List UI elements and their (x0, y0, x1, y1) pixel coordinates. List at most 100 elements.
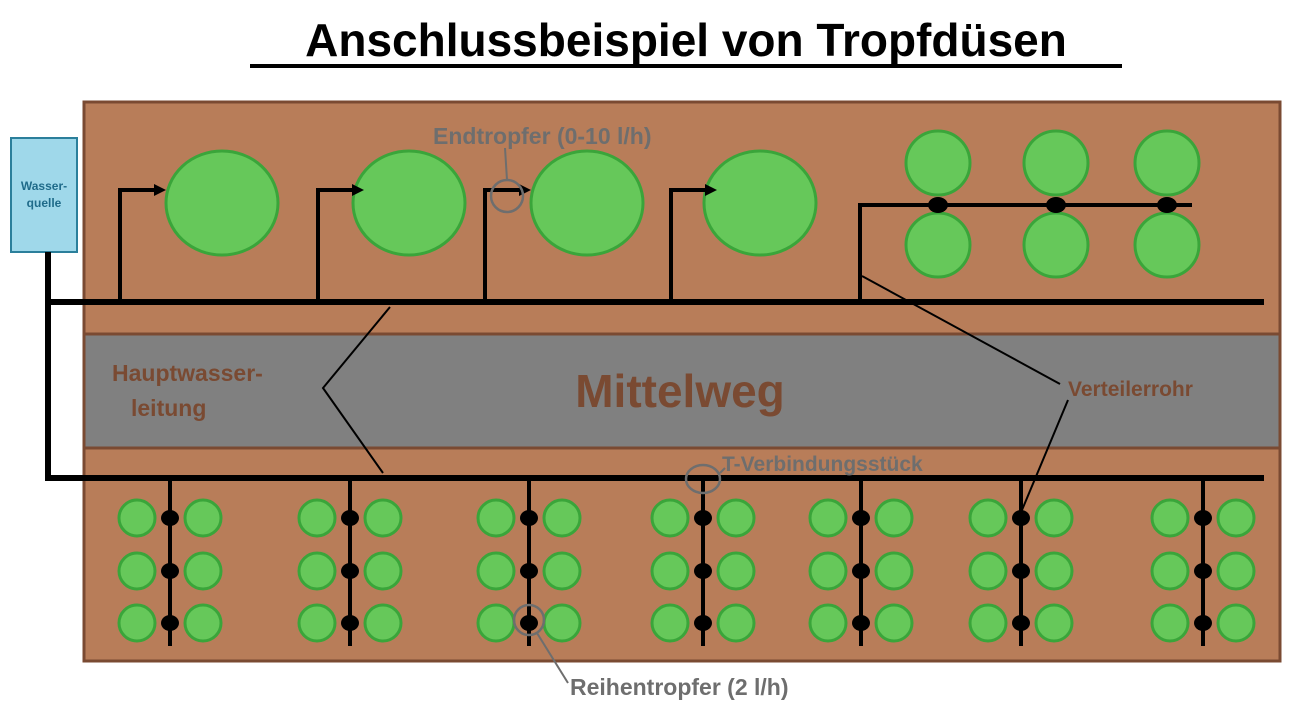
t-connector-callout-circle (684, 463, 722, 495)
plant-circle (363, 498, 403, 538)
plant-circle (1150, 551, 1190, 591)
inline-dripper-dot-icon (852, 615, 870, 631)
inline-dripper-dot-icon (694, 510, 712, 526)
dripper-arrow-icon (352, 184, 364, 196)
plant-circle (808, 603, 848, 643)
plant-circle (1133, 129, 1201, 197)
plant-circle (650, 551, 690, 591)
water-source-label-2: quelle (27, 196, 62, 210)
plant-circle (968, 551, 1008, 591)
drip-line (118, 188, 154, 302)
plant-circle (808, 498, 848, 538)
plant-circle (968, 498, 1008, 538)
inline-dripper-dot-icon (520, 563, 538, 579)
plant-circle (650, 498, 690, 538)
t-connector-label: T-Verbindungsstück (722, 453, 923, 476)
plant-circle (1150, 603, 1190, 643)
plant-circle (1216, 498, 1256, 538)
plant-circle (542, 603, 582, 643)
plant-circle (363, 603, 403, 643)
lower-distributor-rows (117, 478, 1256, 646)
end-dripper-leader (504, 147, 508, 181)
water-source-box (10, 137, 78, 253)
main-line-label-1: Hauptwasser- (112, 360, 263, 386)
plant-circle (904, 129, 972, 197)
path-label: Mittelweg (575, 365, 785, 417)
plant-circle (874, 551, 914, 591)
inline-dripper-dot-icon (341, 615, 359, 631)
inline-dripper-leader (536, 632, 569, 684)
plant-circle (164, 149, 280, 257)
inline-dripper-dot-icon (341, 510, 359, 526)
t-connector-dot-icon (1046, 197, 1066, 213)
main-line-label-2: leitung (131, 395, 206, 421)
t-connector-dot-icon (1157, 197, 1177, 213)
plant-circle (874, 498, 914, 538)
drip-line (316, 188, 352, 302)
inline-dripper-dot-icon (852, 563, 870, 579)
main-line-leaders (321, 306, 391, 474)
inline-dripper-dot-icon (1194, 563, 1212, 579)
plant-circle (363, 551, 403, 591)
plant-circle (529, 149, 645, 257)
upper-plants (164, 149, 818, 257)
water-source-label-1: Wasser- (21, 179, 67, 193)
plant-circle (716, 551, 756, 591)
inline-dripper-dot-icon (1194, 615, 1212, 631)
plant-circle (904, 211, 972, 279)
plant-circle (1216, 603, 1256, 643)
plant-circle (476, 551, 516, 591)
inline-dripper-dot-icon (1194, 510, 1212, 526)
plant-circle (1150, 498, 1190, 538)
plant-circle (1022, 129, 1090, 197)
distributor-pipe (858, 203, 1192, 302)
inline-dripper-dot-icon (520, 615, 538, 631)
plant-circle (476, 603, 516, 643)
inline-dripper-dot-icon (1012, 510, 1030, 526)
plant-circle (117, 551, 157, 591)
inline-dripper-dot-icon (852, 510, 870, 526)
dripper-arrow-icon (154, 184, 166, 196)
plant-circle (117, 603, 157, 643)
inline-dripper-label: Reihentropfer (2 l/h) (570, 674, 789, 700)
plant-circle (183, 498, 223, 538)
plant-circle (650, 603, 690, 643)
plant-circle (297, 551, 337, 591)
plant-circle (1133, 211, 1201, 279)
inline-dripper-dot-icon (694, 563, 712, 579)
plant-circle (1216, 551, 1256, 591)
plant-circle (874, 603, 914, 643)
plant-circle (716, 603, 756, 643)
plant-circle (297, 498, 337, 538)
plant-circle (1022, 211, 1090, 279)
plant-circle (968, 603, 1008, 643)
plant-circle (808, 551, 848, 591)
end-drippers (118, 184, 717, 302)
inline-dripper-dot-icon (1012, 563, 1030, 579)
plant-circle (183, 551, 223, 591)
dripper-arrow-icon (705, 184, 717, 196)
end-dripper-label: Endtropfer (0-10 l/h) (433, 123, 652, 149)
plant-circle (476, 498, 516, 538)
plant-circle (351, 149, 467, 257)
plant-circle (297, 603, 337, 643)
plant-circle (702, 149, 818, 257)
page-title: Anschlussbeispiel von Tropfdüsen (305, 14, 1067, 66)
plant-circle (183, 603, 223, 643)
distributor-leaders (861, 275, 1069, 511)
inline-dripper-dot-icon (161, 563, 179, 579)
plant-circle (1034, 551, 1074, 591)
drip-line (669, 188, 705, 302)
inline-dripper-dot-icon (520, 510, 538, 526)
plant-circle (1034, 498, 1074, 538)
t-connector-dot-icon (928, 197, 948, 213)
plant-circle (542, 551, 582, 591)
inline-dripper-dot-icon (161, 615, 179, 631)
plant-circle (117, 498, 157, 538)
drip-line (483, 188, 519, 302)
t-connector-leader (719, 467, 726, 474)
inline-dripper-dot-icon (161, 510, 179, 526)
upper-distributor-pipe (858, 129, 1201, 302)
inline-dripper-callout-circle (512, 603, 546, 637)
